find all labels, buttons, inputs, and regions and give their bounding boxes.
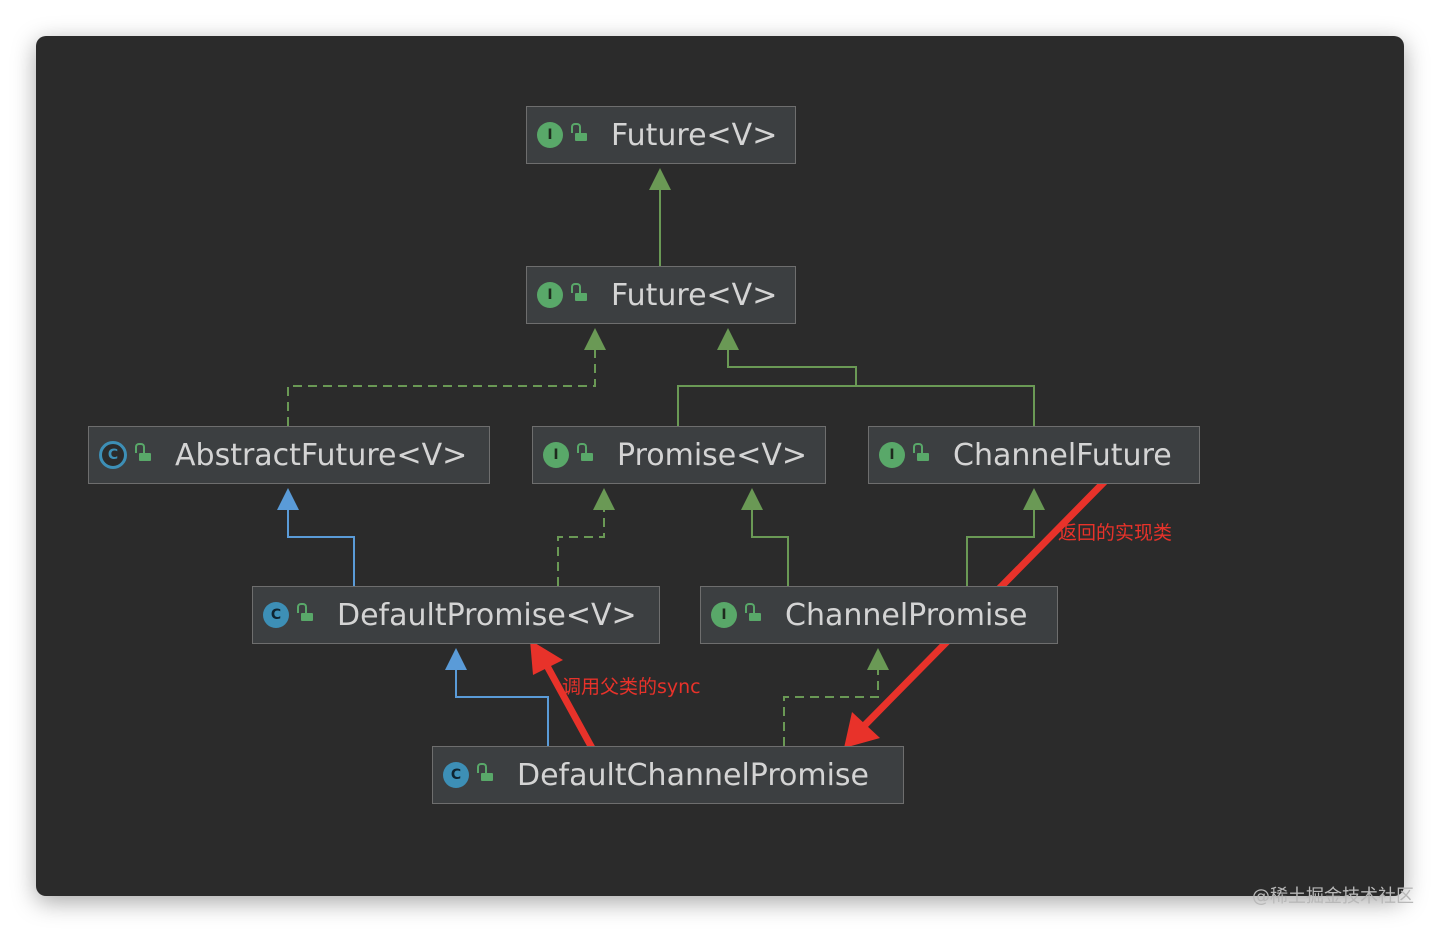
watermark: @稀土掘金技术社区 [1252,886,1414,907]
node-default-promise[interactable]: C DefaultPromise<V> [252,586,660,644]
class-icon: C [263,602,289,628]
arrowhead-futuretop [649,168,671,190]
interface-icon: I [543,442,569,468]
interface-icon: I [711,602,737,628]
class-icon: C [443,762,469,788]
public-lock-icon [135,443,153,461]
interface-icon: I [537,282,563,308]
annotation-returned-impl: 返回的实现类 [1058,522,1173,544]
edge-promise-futuremid [677,350,857,426]
annotation-call-parent-sync: 调用父类的sync [562,676,701,698]
node-label: Promise<V> [617,437,808,473]
edge-channelpromise-promise [751,510,789,586]
node-abstract-future[interactable]: C AbstractFuture<V> [88,426,490,484]
public-lock-icon [571,123,589,141]
red-arrow-call-sync-head [530,640,563,675]
node-label: AbstractFuture<V> [175,437,468,473]
arrowhead-futuremid-right [717,328,739,350]
edge-channelpromise-channelfuture [966,510,1035,586]
public-lock-icon [571,283,589,301]
public-lock-icon [297,603,315,621]
abstract-class-icon: C [99,441,127,469]
arrowhead-promise-right [741,488,763,510]
arrowhead-channelpromise [867,648,889,670]
node-label: DefaultPromise<V> [337,597,637,633]
node-label: DefaultChannelPromise [517,757,870,793]
node-future-top[interactable]: I Future<V> [526,106,796,164]
arrowhead-abstractfuture [277,488,299,510]
edge-defaultpromise-promise [557,510,605,586]
public-lock-icon [913,443,931,461]
node-channel-promise[interactable]: I ChannelPromise [700,586,1058,644]
interface-icon: I [537,122,563,148]
red-arrow-returned-impl-head [844,712,880,748]
edge-defaultchannelpromise-defaultpromise [455,670,549,746]
interface-icon: I [879,442,905,468]
node-default-channel-promise[interactable]: C DefaultChannelPromise [432,746,904,804]
node-promise[interactable]: I Promise<V> [532,426,826,484]
arrowhead-channelfuture [1023,488,1045,510]
public-lock-icon [477,763,495,781]
arrowhead-promise-left [593,488,615,510]
node-channel-future[interactable]: I ChannelFuture [868,426,1200,484]
node-label: ChannelFuture [953,437,1172,473]
arrowhead-futuremid-left [584,328,606,350]
edge-channelfuture-futuremid [856,385,1035,426]
edge-defaultpromise-abstractfuture [287,510,355,586]
edge-abstractfuture-futuremid [287,350,596,426]
red-arrow-call-sync-shaft [542,660,596,752]
node-label: ChannelPromise [785,597,1028,633]
edge-defaultchannelpromise-channelpromise [783,670,879,746]
public-lock-icon [577,443,595,461]
node-label: Future<V> [611,117,778,153]
node-label: Future<V> [611,277,778,313]
arrowhead-defaultpromise [445,648,467,670]
public-lock-icon [745,603,763,621]
node-future-mid[interactable]: I Future<V> [526,266,796,324]
